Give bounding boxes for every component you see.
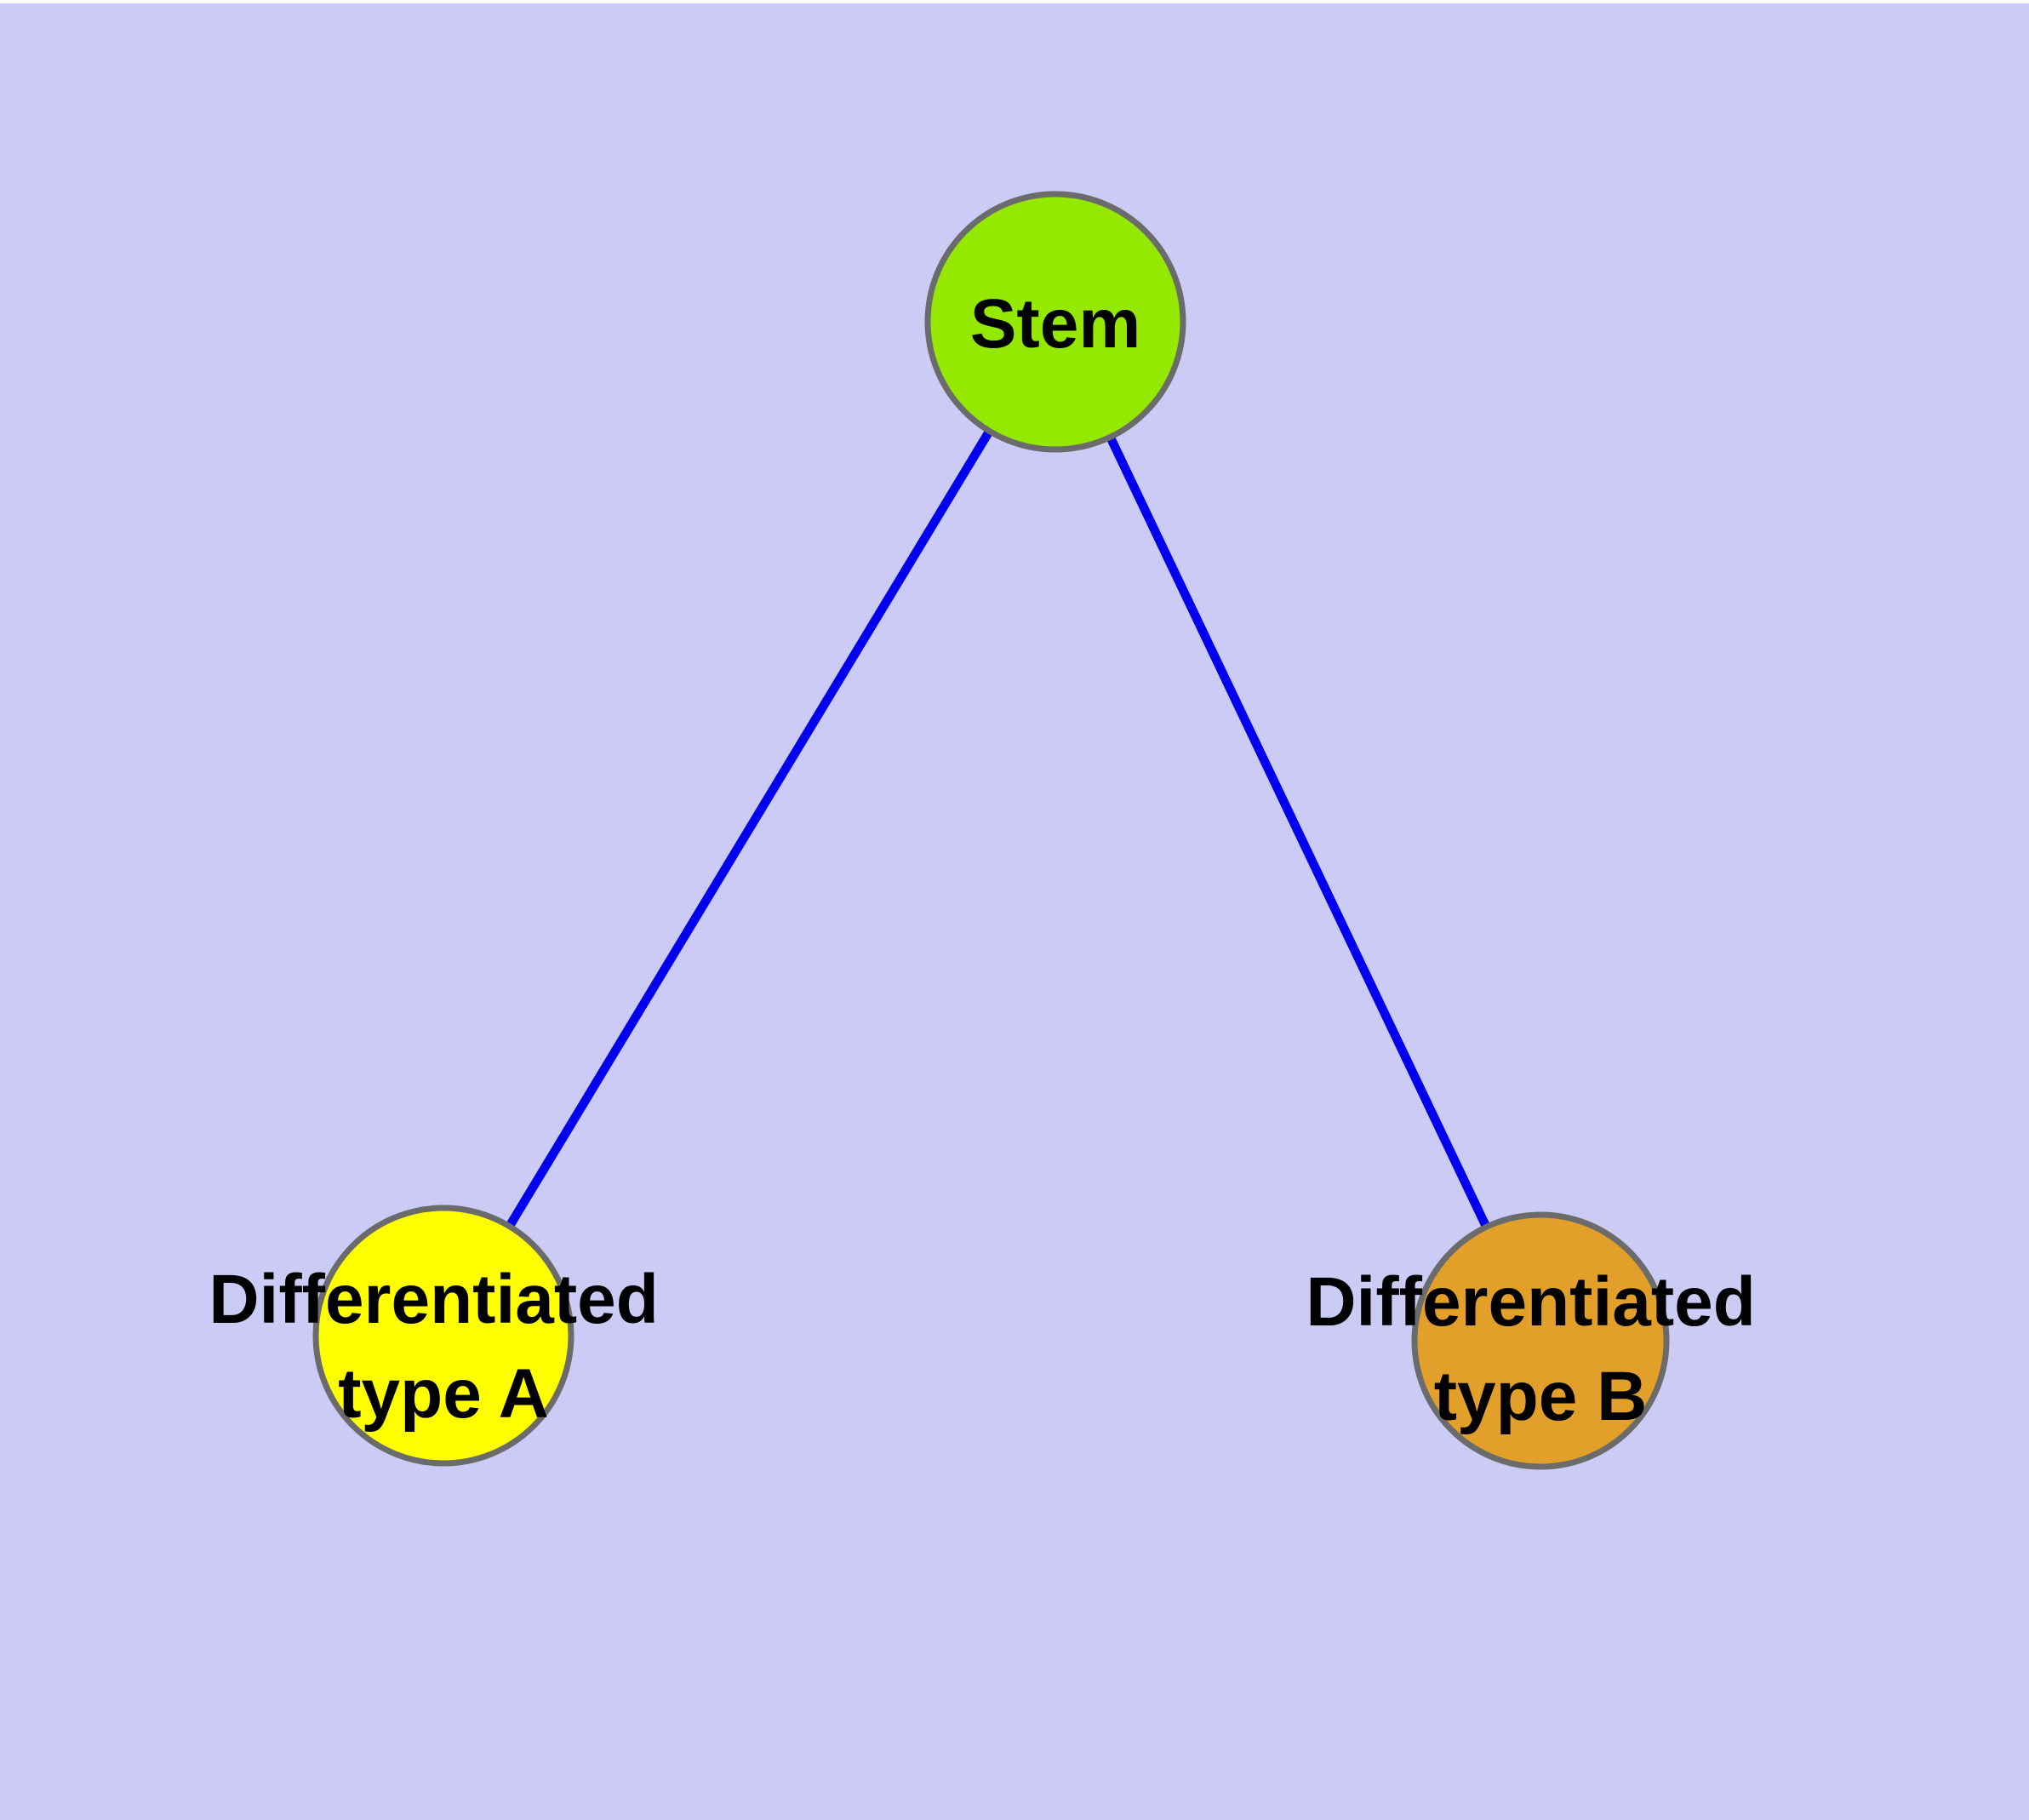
graph-canvas: Stem Differentiated type A Differentiate… bbox=[0, 3, 2029, 1820]
node-differentiated-type-a bbox=[312, 1205, 574, 1467]
node-stem bbox=[924, 191, 1186, 453]
diagram-stage: Stem Differentiated type A Differentiate… bbox=[0, 3, 2029, 1820]
node-type-b-label-line1: Differentiated bbox=[1306, 1263, 1756, 1341]
edge-stem-to-type-a bbox=[439, 319, 1060, 1338]
edge-stem-to-type-b bbox=[1051, 319, 1545, 1343]
node-type-a-label-line1: Differentiated bbox=[209, 1261, 659, 1338]
node-type-a-label: Differentiated type A bbox=[209, 1261, 677, 1433]
node-differentiated-type-b bbox=[1411, 1211, 1670, 1470]
node-type-a-label-line2: type A bbox=[338, 1355, 549, 1433]
node-stem-label: Stem bbox=[970, 285, 1141, 363]
node-type-b-label: Differentiated type B bbox=[1306, 1263, 1775, 1435]
node-type-b-label-line2: type B bbox=[1434, 1358, 1648, 1435]
